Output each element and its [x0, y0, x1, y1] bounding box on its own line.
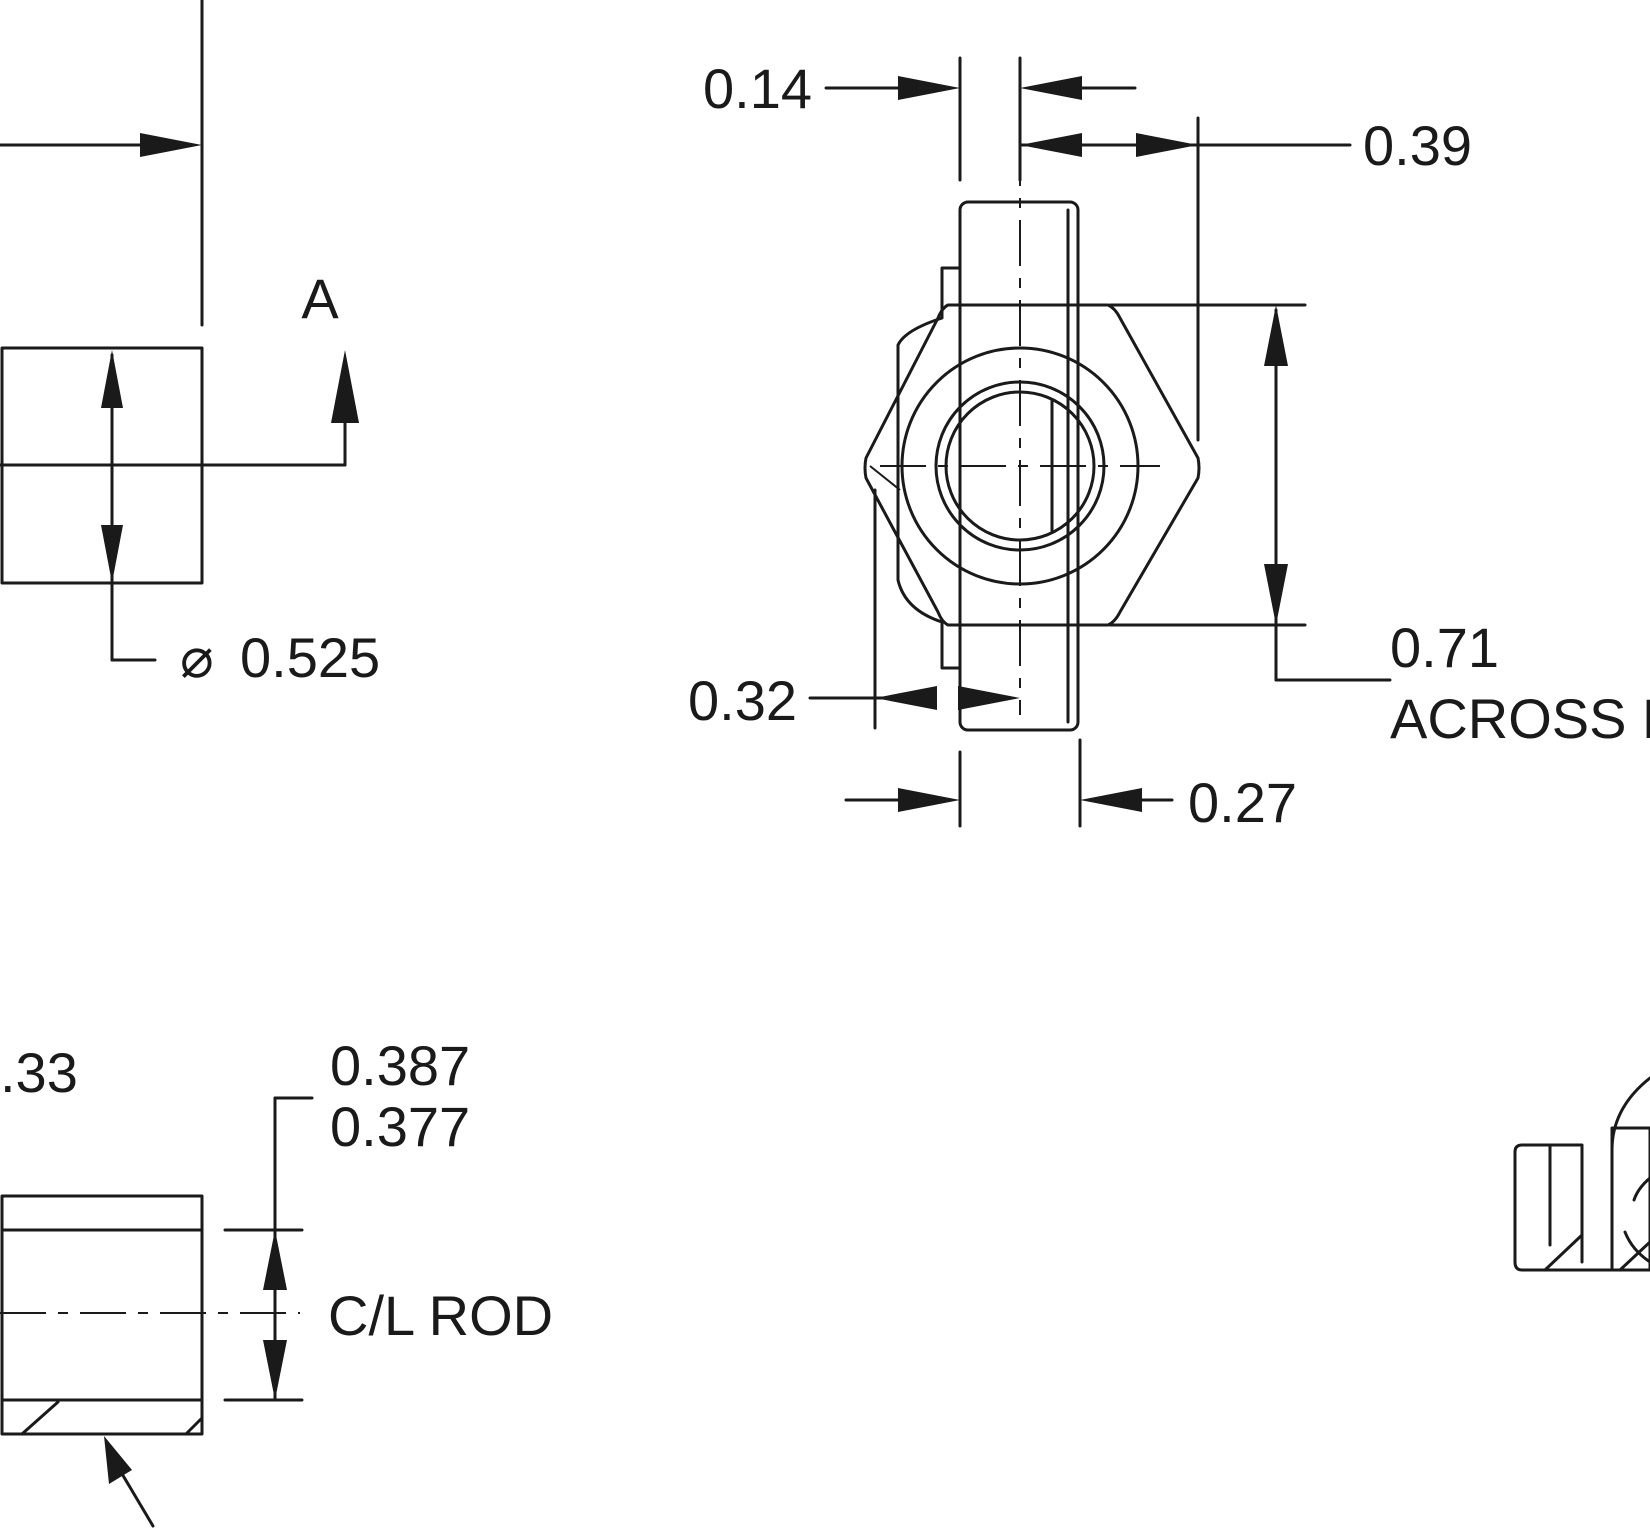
diameter-value: 0.525: [240, 626, 380, 689]
arrow-head: [101, 350, 123, 408]
dim-0-14: 0.14: [703, 57, 812, 120]
hatch-line: [1543, 1233, 1584, 1272]
dim-0-387: 0.387: [330, 1034, 470, 1097]
arrow-head: [1020, 76, 1082, 100]
hex-tip-line: [869, 465, 901, 491]
lock-plate: [896, 266, 962, 670]
dim-partial: .33: [0, 1041, 78, 1104]
arrow-head: [1264, 305, 1288, 366]
arrow-head: [1080, 788, 1142, 812]
arrow-head: [263, 1340, 287, 1400]
arrow-head: [104, 1436, 132, 1484]
across-flats-label: ACROSS F: [1390, 687, 1650, 750]
hatch-line: [184, 1416, 204, 1436]
arrow-head: [1136, 133, 1198, 157]
arrow-head: [101, 525, 123, 583]
top-left-view: A ⌀ 0.525: [0, 0, 380, 689]
hatch-line: [1618, 1240, 1650, 1272]
hatch-line: [20, 1400, 60, 1436]
arrow-head: [898, 76, 960, 100]
cl-rod-label: C/L ROD: [328, 1284, 553, 1347]
rod-section-outline: [0, 1194, 204, 1436]
partial-curve-small: [1632, 1176, 1650, 1202]
hex-nut: [863, 303, 1201, 627]
arrow-head: [263, 1230, 287, 1290]
dim-0-32: 0.32: [688, 669, 797, 732]
partial-curve: [1610, 1076, 1650, 1152]
dim-0-27: 0.27: [1188, 771, 1297, 834]
section-arrow: [331, 350, 359, 423]
partial-part-outline: [1513, 1143, 1614, 1272]
dim-0-377: 0.377: [330, 1095, 470, 1158]
arrow-head: [140, 133, 202, 157]
partial-block: [1610, 1126, 1650, 1272]
partial-curve-lower: [1623, 1230, 1650, 1264]
section-label: A: [301, 267, 339, 330]
arrow-head: [875, 686, 937, 710]
arrow-head: [898, 788, 960, 812]
diameter-symbol: ⌀: [180, 626, 214, 689]
bottom-left-view: .33 C/L ROD 0.387 0.377: [0, 1034, 553, 1528]
arrow-head: [1020, 133, 1082, 157]
arrow-head: [958, 686, 1020, 710]
dim-0-39: 0.39: [1363, 114, 1472, 177]
dim-0-71: 0.71: [1390, 616, 1499, 679]
arrow-head: [1264, 564, 1288, 625]
hex-nut-view: 0.14 0.39 0.71 ACROSS F 0.32 0.27: [688, 56, 1650, 834]
bottom-right-partial-view: [1513, 1076, 1650, 1272]
